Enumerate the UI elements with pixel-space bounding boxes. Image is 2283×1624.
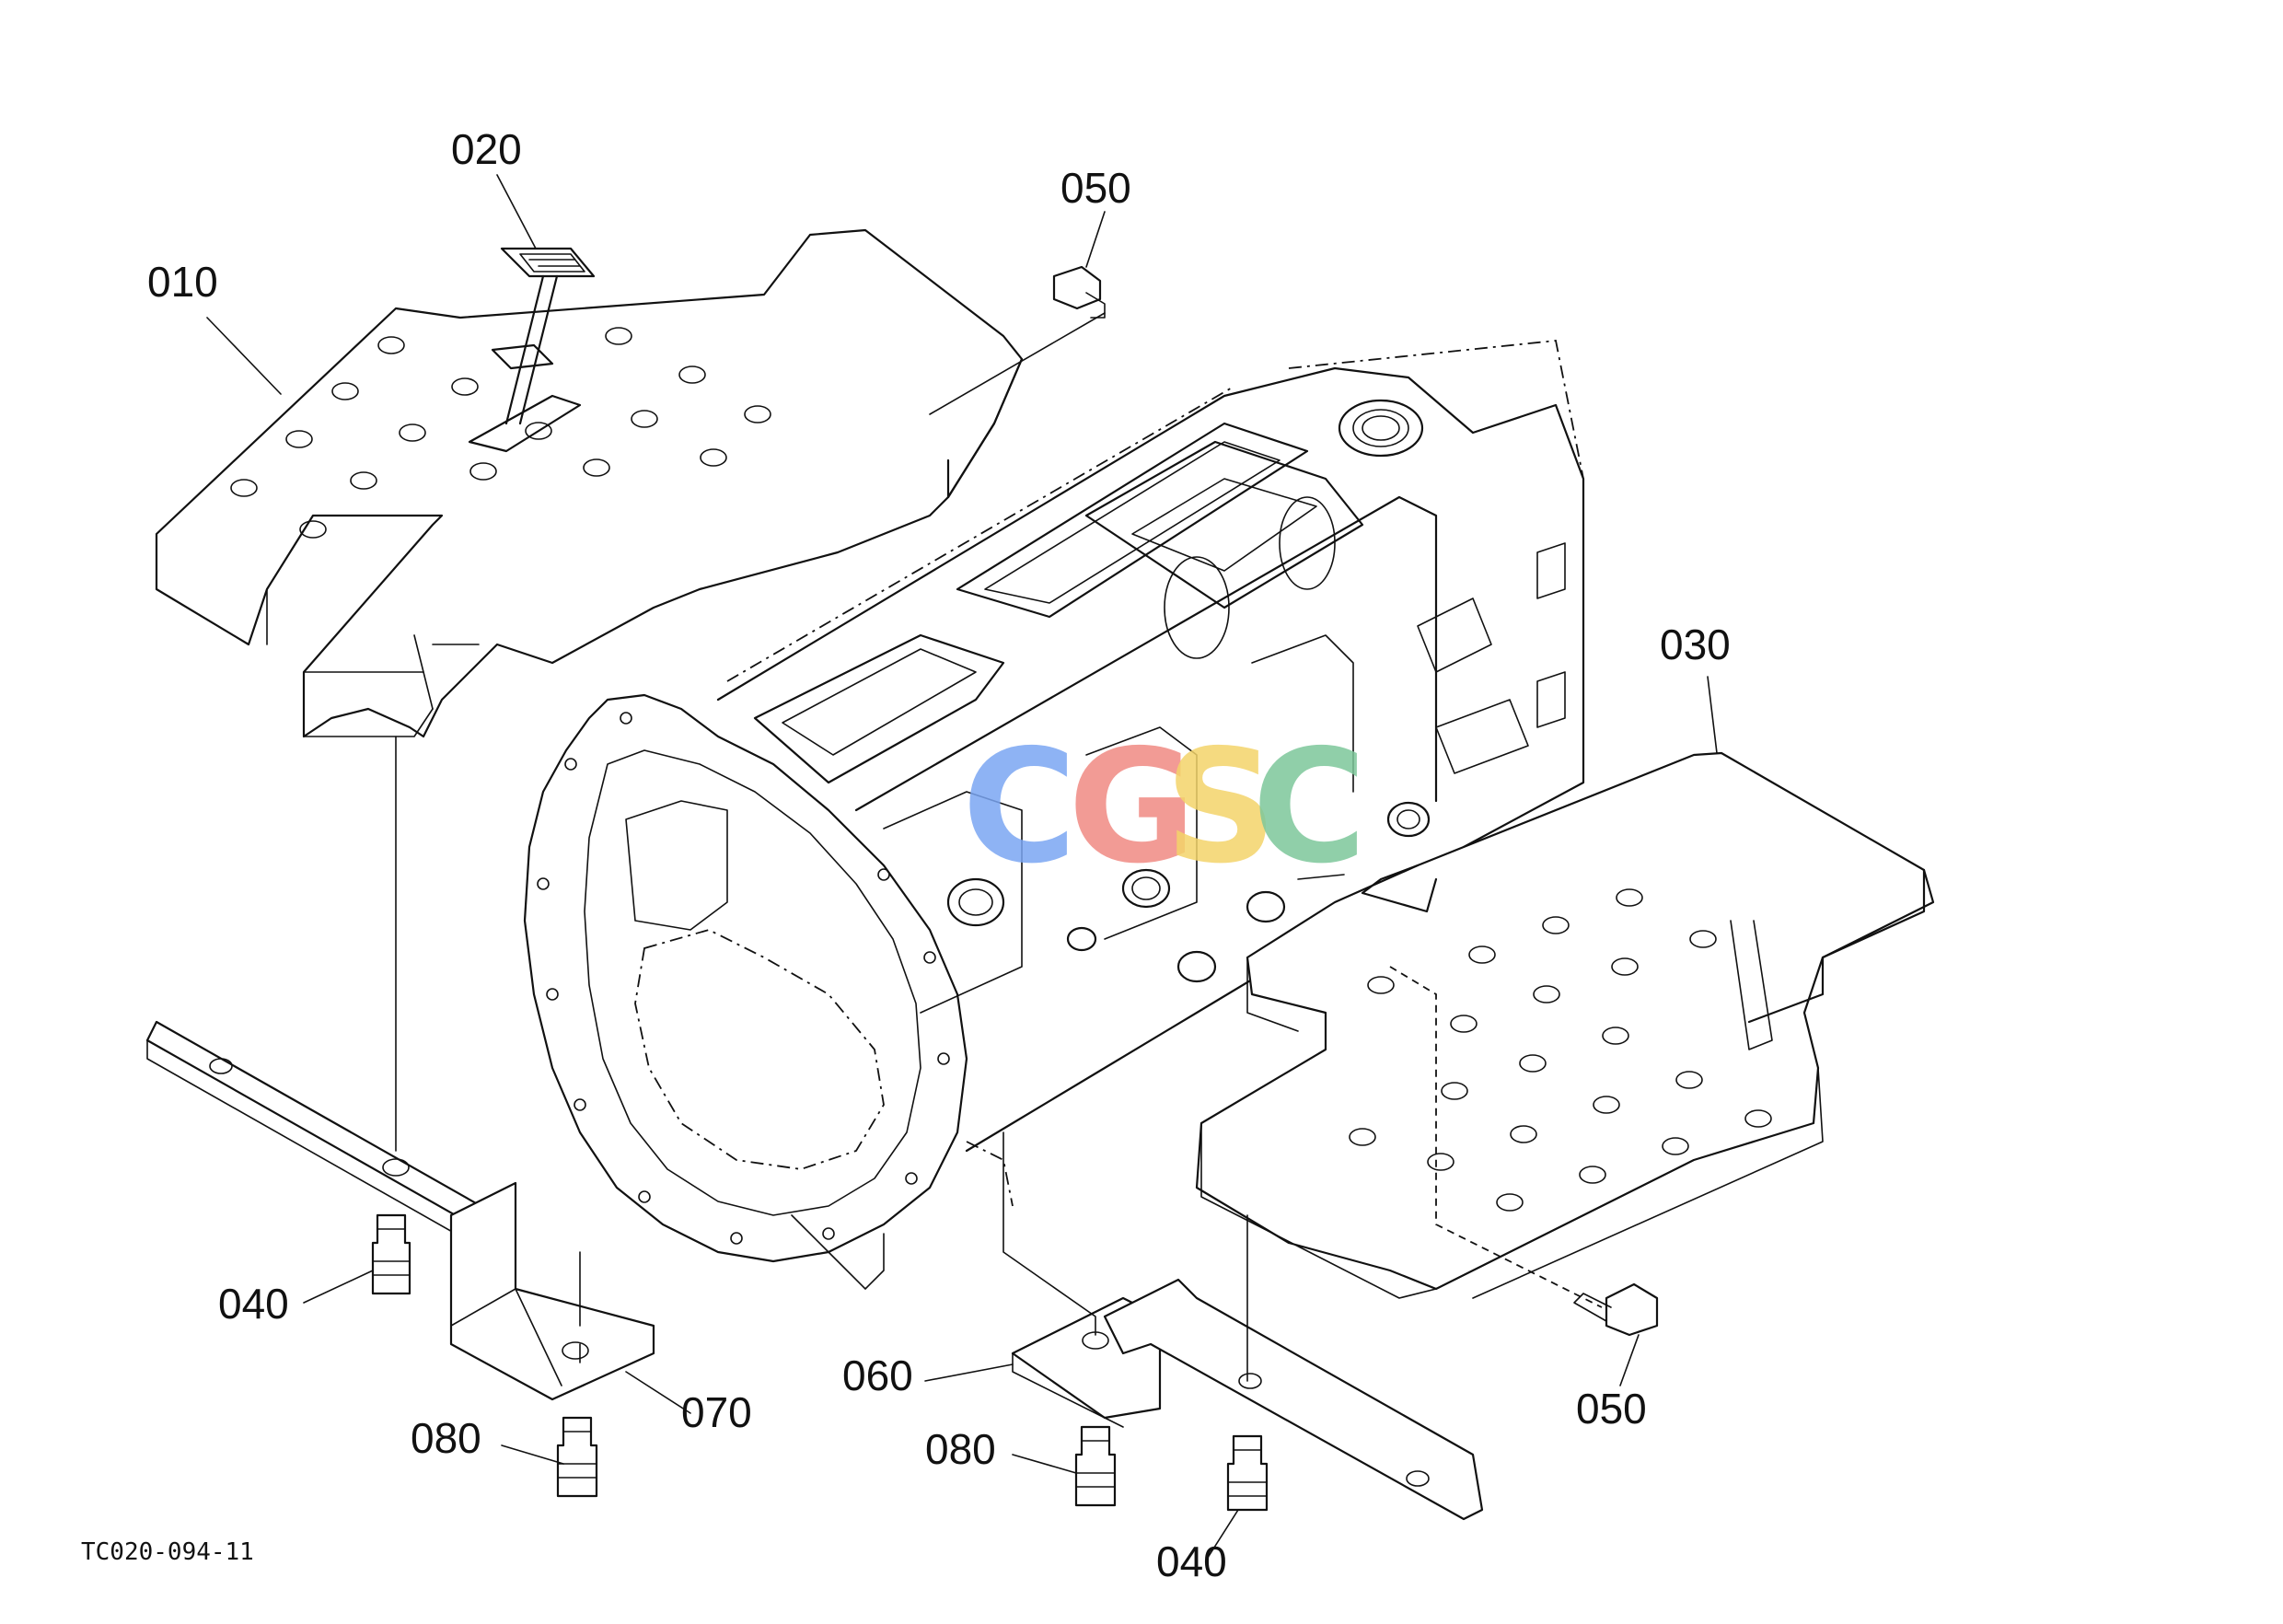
watermark-letter-4: C [1252, 716, 1367, 899]
watermark-letter-1: C [962, 716, 1077, 899]
callout-040-right: 040 [1156, 1537, 1227, 1585]
bolt-040-left [371, 1213, 411, 1295]
left-step-bracket [145, 1020, 655, 1401]
callout-060: 060 [842, 1351, 913, 1399]
callout-labels: 020 010 050 030 040 070 080 060 080 040 … [147, 125, 1731, 1585]
drawing-reference-code: TC020-094-11 [81, 1538, 254, 1566]
callout-020: 020 [451, 125, 522, 173]
leader-lines [206, 174, 1718, 1561]
watermark-logo: C G S C [962, 716, 1367, 899]
callout-030: 030 [1660, 621, 1731, 668]
left-step-plate [155, 228, 1024, 738]
callout-050-right: 050 [1576, 1385, 1647, 1433]
callout-080-left: 080 [411, 1414, 481, 1462]
callout-010: 010 [147, 258, 218, 306]
bolt-080-right [1074, 1425, 1117, 1507]
right-step-plate [1195, 751, 1935, 1308]
watermark-letter-2: G [1068, 716, 1197, 899]
bolt-040-right [1226, 1434, 1269, 1512]
callout-040-left: 040 [218, 1280, 289, 1328]
transmission-case [523, 340, 1585, 1290]
bolt-050-right [1573, 1282, 1659, 1337]
bolt-050-top [1052, 265, 1106, 319]
callout-070: 070 [681, 1388, 752, 1436]
callout-050-top: 050 [1060, 164, 1131, 212]
callout-080-right: 080 [925, 1425, 996, 1473]
bolt-080-left [556, 1416, 598, 1498]
right-step-bracket [1011, 1278, 1484, 1521]
assembly-lines [395, 312, 1345, 1382]
watermark-letter-3: S [1165, 716, 1277, 899]
